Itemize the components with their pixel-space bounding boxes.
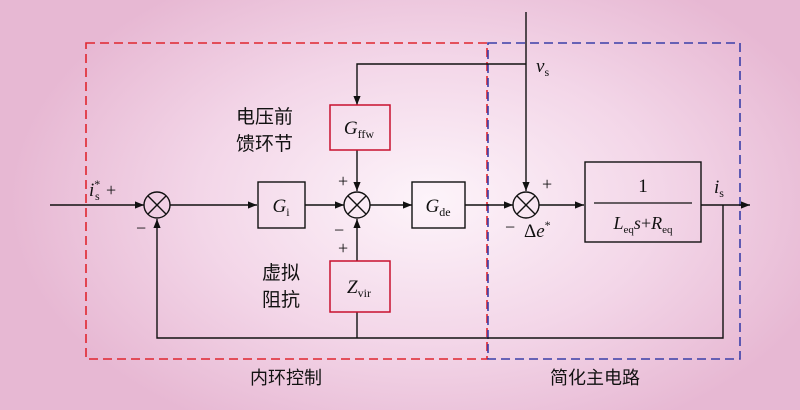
gde-block bbox=[411, 181, 466, 229]
summing-junction-3 bbox=[512, 191, 540, 219]
gffw-label: Gffw bbox=[344, 118, 375, 141]
gffw-block bbox=[329, 104, 391, 151]
virtual-impedance-label-line2: 阻抗 bbox=[262, 289, 300, 311]
main-circuit-region bbox=[487, 42, 741, 360]
zvir-label: Zvir bbox=[347, 277, 371, 300]
signal-lines bbox=[50, 12, 750, 339]
sj3-plus-sign: + bbox=[542, 174, 552, 194]
plant-block bbox=[584, 161, 702, 243]
voltage-ff-label-line2: 馈环节 bbox=[236, 133, 293, 155]
inner-loop-region bbox=[85, 42, 488, 360]
ref-current-sub: s bbox=[95, 189, 100, 203]
plant-denominator: Leqs+Req bbox=[613, 213, 673, 236]
sj2-plus-bottom-sign: + bbox=[338, 238, 348, 258]
zvir-block bbox=[329, 260, 391, 313]
virtual-impedance-label-line1: 虚拟 bbox=[262, 262, 300, 284]
gi-block bbox=[257, 181, 306, 229]
main-circuit-caption: 简化主电路 bbox=[550, 368, 640, 389]
sj1-minus-sign: − bbox=[136, 218, 146, 238]
is-output-label: is bbox=[714, 177, 724, 200]
sj2-minus-sign: − bbox=[334, 220, 344, 240]
plant-numerator: 1 bbox=[638, 176, 648, 197]
sj3-minus-sign: − bbox=[505, 217, 515, 237]
gde-label: Gde bbox=[425, 196, 450, 219]
inner-loop-caption: 内环控制 bbox=[250, 368, 322, 389]
summing-junction-2 bbox=[343, 191, 371, 219]
delta-e-label: Δe* bbox=[524, 218, 551, 242]
sj2-plus-top-sign: + bbox=[338, 171, 348, 191]
voltage-ff-label-line1: 电压前 bbox=[236, 106, 293, 128]
ref-current-label: i* bbox=[89, 177, 100, 201]
vs-label: vs bbox=[536, 56, 549, 79]
vs-feedforward-line bbox=[353, 63, 526, 105]
main-feedback-line bbox=[153, 205, 724, 339]
summing-junction-1 bbox=[143, 191, 171, 219]
gi-label: Gi bbox=[272, 196, 290, 219]
ref-plus-sign: + bbox=[106, 180, 116, 200]
